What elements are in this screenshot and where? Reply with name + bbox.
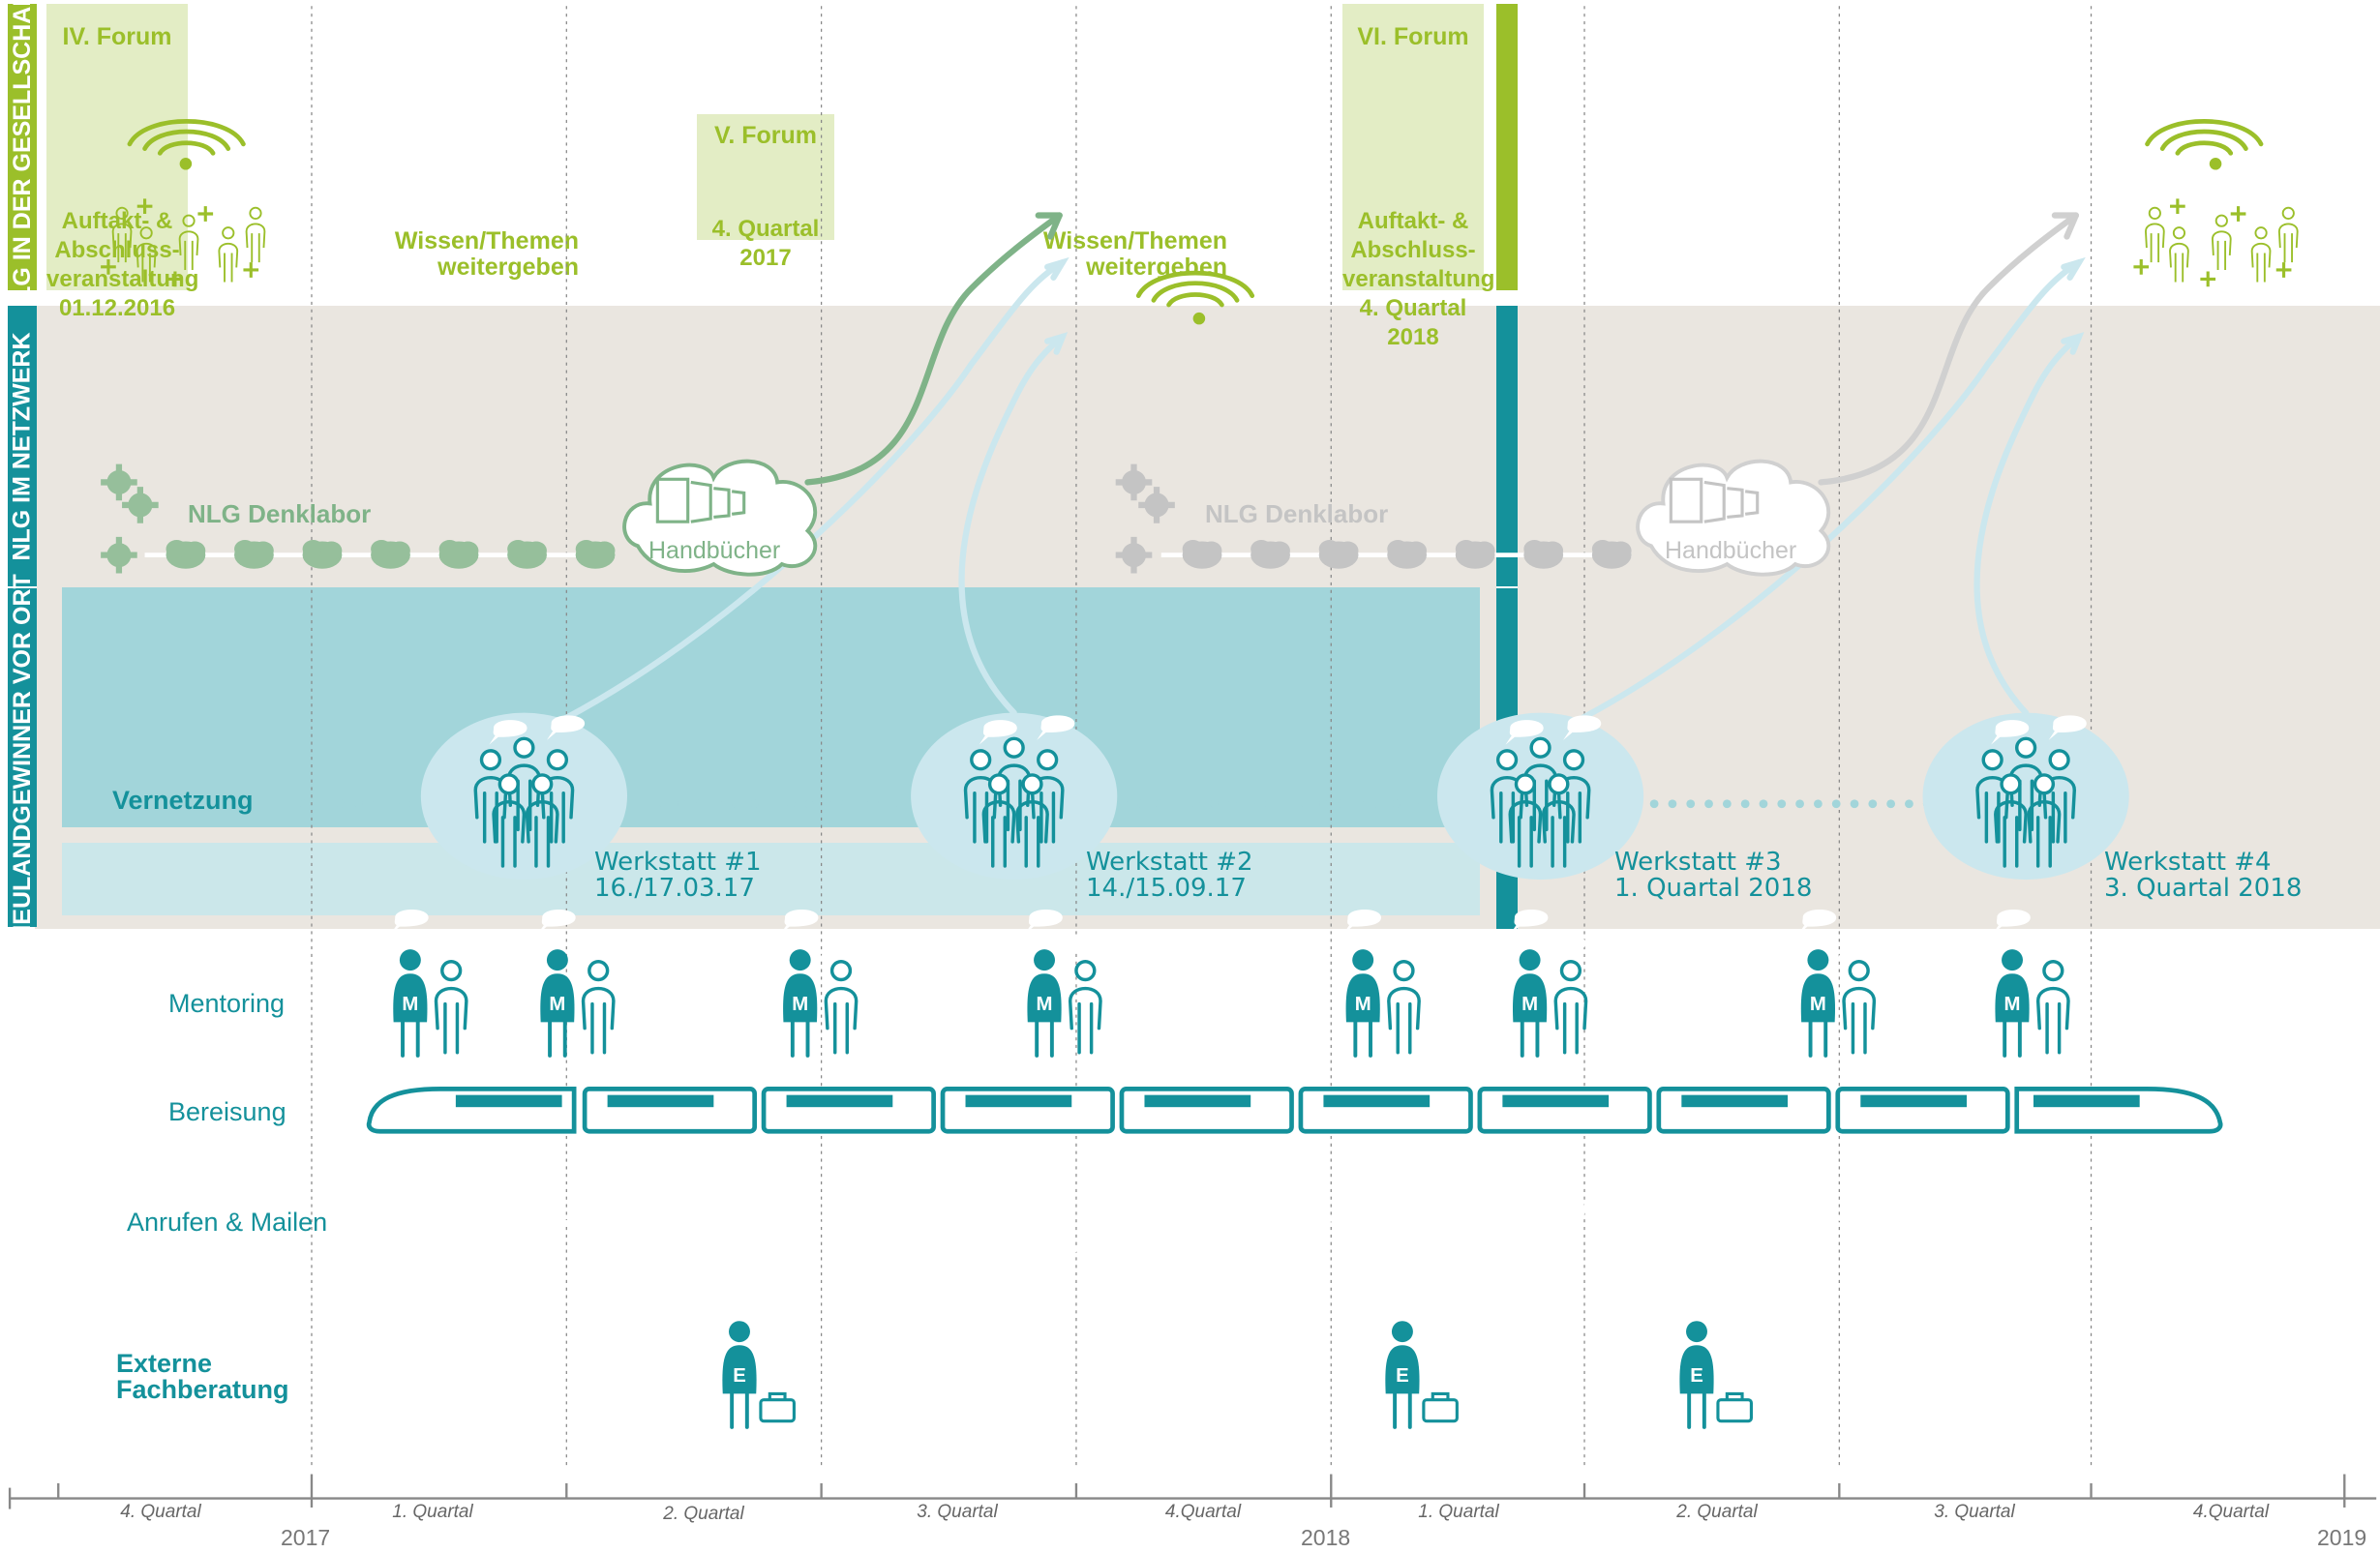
handbook-cloud-green bbox=[622, 459, 818, 577]
quarter-label: 2. Quartal bbox=[1676, 1502, 1758, 1522]
quarter-label: 2. Quartal bbox=[663, 1504, 744, 1524]
mentoring-pairs: M M M M M M M M bbox=[390, 910, 2070, 1058]
train-windows bbox=[455, 1094, 2140, 1108]
sidebar-divider bbox=[8, 586, 37, 588]
workshop-name: Werkstatt #1 bbox=[594, 848, 762, 877]
workshop-date: 16./17.03.17 bbox=[594, 874, 755, 903]
timeline-axis bbox=[8, 1474, 2377, 1509]
local-band bbox=[62, 587, 1480, 827]
svg-text:E: E bbox=[733, 1365, 746, 1387]
workshop-label: Werkstatt #2 14./15.09.17 bbox=[1086, 850, 1253, 902]
handbooks-label: Handbücher bbox=[1665, 537, 1797, 564]
svg-text:E: E bbox=[1690, 1365, 1703, 1387]
handbook-cloud-gray bbox=[1636, 459, 1831, 577]
forum-title: V. Forum bbox=[713, 122, 818, 149]
phone-icon bbox=[2227, 1134, 2296, 1229]
workshop-name: Werkstatt #3 bbox=[1614, 848, 1782, 877]
svg-text:E: E bbox=[1396, 1365, 1409, 1387]
denklabor-chain-green bbox=[101, 463, 616, 574]
quarter-label: 1. Quartal bbox=[1418, 1502, 1499, 1522]
svg-text:M: M bbox=[1810, 994, 1826, 1015]
denklabor-label: NLG Denklabor bbox=[188, 499, 372, 528]
row-label-anrufen: Anrufen & Mailen bbox=[127, 1208, 328, 1237]
denklabor-label: NLG Denklabor bbox=[1205, 499, 1389, 528]
handbooks-label: Handbücher bbox=[648, 537, 781, 564]
quarter-label: 3. Quartal bbox=[1934, 1502, 2015, 1522]
experts: E E E bbox=[720, 1319, 1753, 1429]
quarter-label: 4. Quartal bbox=[120, 1502, 201, 1522]
year-label: 2019 bbox=[2317, 1525, 2367, 1550]
workshop-date: 14./15.09.17 bbox=[1086, 874, 1247, 903]
right-bar-divider bbox=[1496, 586, 1518, 588]
workshop-bubble bbox=[1436, 712, 1644, 881]
quarter-label: 3. Quartal bbox=[917, 1502, 998, 1522]
workshop-bubble bbox=[1922, 712, 2129, 881]
workshop-label: Werkstatt #1 16./17.03.17 bbox=[594, 850, 762, 902]
sidebar-local: NEULANDGEWINNER VOR ORT bbox=[8, 574, 37, 941]
knowledge-flows bbox=[543, 256, 2086, 732]
svg-text:M: M bbox=[2004, 994, 2021, 1015]
quarter-label: 4.Quartal bbox=[1164, 1502, 1242, 1522]
year-label: 2018 bbox=[1301, 1525, 1351, 1550]
denklabor-chain-gray bbox=[1115, 463, 1632, 574]
sidebar-society: NLG IN DER GESELLSCHAFT bbox=[8, 0, 37, 317]
right-bar-green bbox=[1496, 4, 1518, 290]
forum-title: IV. Forum bbox=[62, 23, 172, 50]
vernetzung-dots bbox=[299, 799, 1932, 809]
svg-text:M: M bbox=[1355, 994, 1371, 1015]
forum-text: Auftakt- & Abschluss- veranstaltung 4. Q… bbox=[1342, 208, 1495, 350]
knowledge-label: Wissen/Themen weitergeben bbox=[394, 227, 579, 281]
external-band bbox=[62, 843, 1480, 915]
call-wave bbox=[362, 1190, 2248, 1257]
quarter-label: 4.Quartal bbox=[2192, 1502, 2270, 1522]
quarter-label: 1. Quartal bbox=[392, 1502, 473, 1522]
forum-title: VI. Forum bbox=[1357, 23, 1469, 50]
workshop-date: 1. Quartal 2018 bbox=[1614, 874, 1813, 903]
svg-text:M: M bbox=[1037, 994, 1053, 1015]
handbook-arrows bbox=[804, 212, 2079, 486]
forum-people-icon bbox=[101, 198, 2299, 287]
svg-text:M: M bbox=[402, 994, 418, 1015]
workshop-bubble bbox=[911, 712, 1118, 881]
year-label: 2017 bbox=[281, 1525, 331, 1550]
knowledge-label: Wissen/Themen weitergeben bbox=[1042, 227, 1227, 281]
workshop-label: Werkstatt #3 1. Quartal 2018 bbox=[1614, 850, 1812, 902]
workshop-label: Werkstatt #4 3. Quartal 2018 bbox=[2104, 850, 2302, 902]
row-label-bereisung: Bereisung bbox=[168, 1097, 286, 1126]
sidebar-network: NLG IM NETZWERK bbox=[8, 306, 37, 586]
workshop-date: 3. Quartal 2018 bbox=[2104, 874, 2303, 903]
forum-box: VI. Forum Auftakt- & Abschluss- veransta… bbox=[1342, 4, 1494, 350]
workshop-bubble bbox=[420, 712, 628, 881]
svg-text:M: M bbox=[792, 994, 808, 1015]
svg-text:M: M bbox=[549, 994, 565, 1015]
forum-text: 4. Quartal 2017 bbox=[711, 216, 820, 271]
forum-text: Auftakt- & Abschluss- veranstaltung 01.1… bbox=[46, 208, 199, 321]
row-label-vernetzung: Vernetzung bbox=[112, 786, 254, 815]
row-label-extern: Externe Fachberatung bbox=[116, 1349, 289, 1404]
row-label-mentoring: Mentoring bbox=[168, 989, 286, 1018]
forum-box: V. Forum 4. Quartal 2017 bbox=[697, 114, 834, 271]
svg-text:M: M bbox=[1521, 994, 1538, 1015]
workshop-name: Werkstatt #2 bbox=[1086, 848, 1253, 877]
forum-icon bbox=[127, 119, 2264, 325]
workshop-name: Werkstatt #4 bbox=[2104, 848, 2272, 877]
